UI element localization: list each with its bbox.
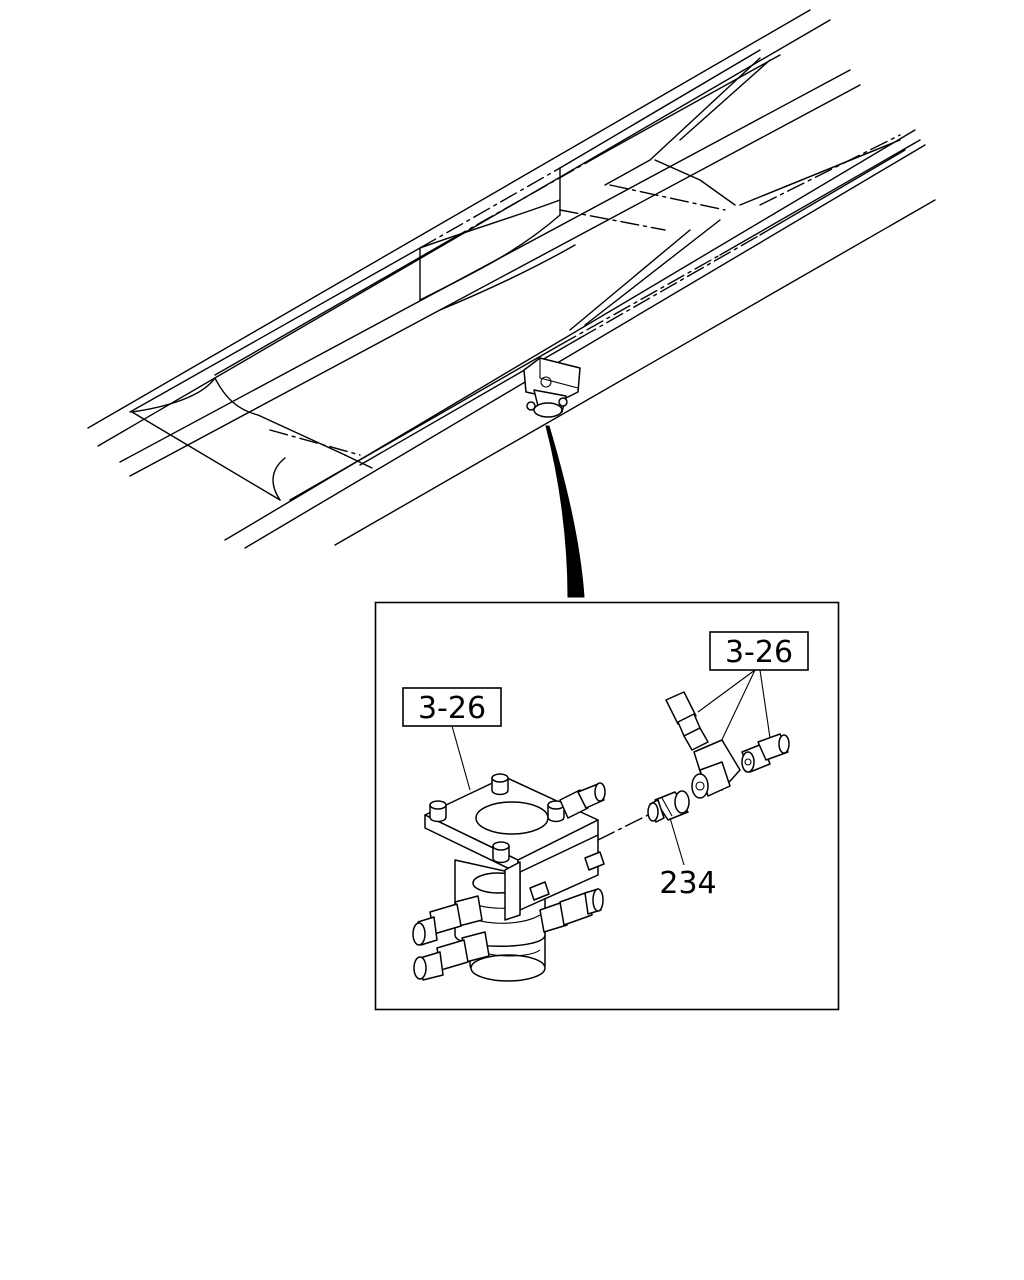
- ref-label-right: 3-26: [709, 631, 809, 671]
- ref-label-right-text: 3-26: [725, 635, 793, 670]
- chassis-frame: [87, 9, 936, 549]
- detail-pointer: [545, 425, 585, 598]
- leader-left: [451, 725, 471, 791]
- fitting-234-icon: [647, 790, 690, 823]
- leader-right: [697, 669, 771, 749]
- relay-valve-icon: [412, 773, 606, 982]
- frame-valve-icon: [523, 357, 581, 418]
- ref-label-left: 3-26: [402, 687, 502, 727]
- leader-234: [669, 817, 685, 866]
- part-number-label: 234: [659, 866, 716, 901]
- centerline: [597, 814, 649, 841]
- elbow-fitting-icon: [665, 691, 790, 799]
- ref-label-left-text: 3-26: [418, 691, 486, 726]
